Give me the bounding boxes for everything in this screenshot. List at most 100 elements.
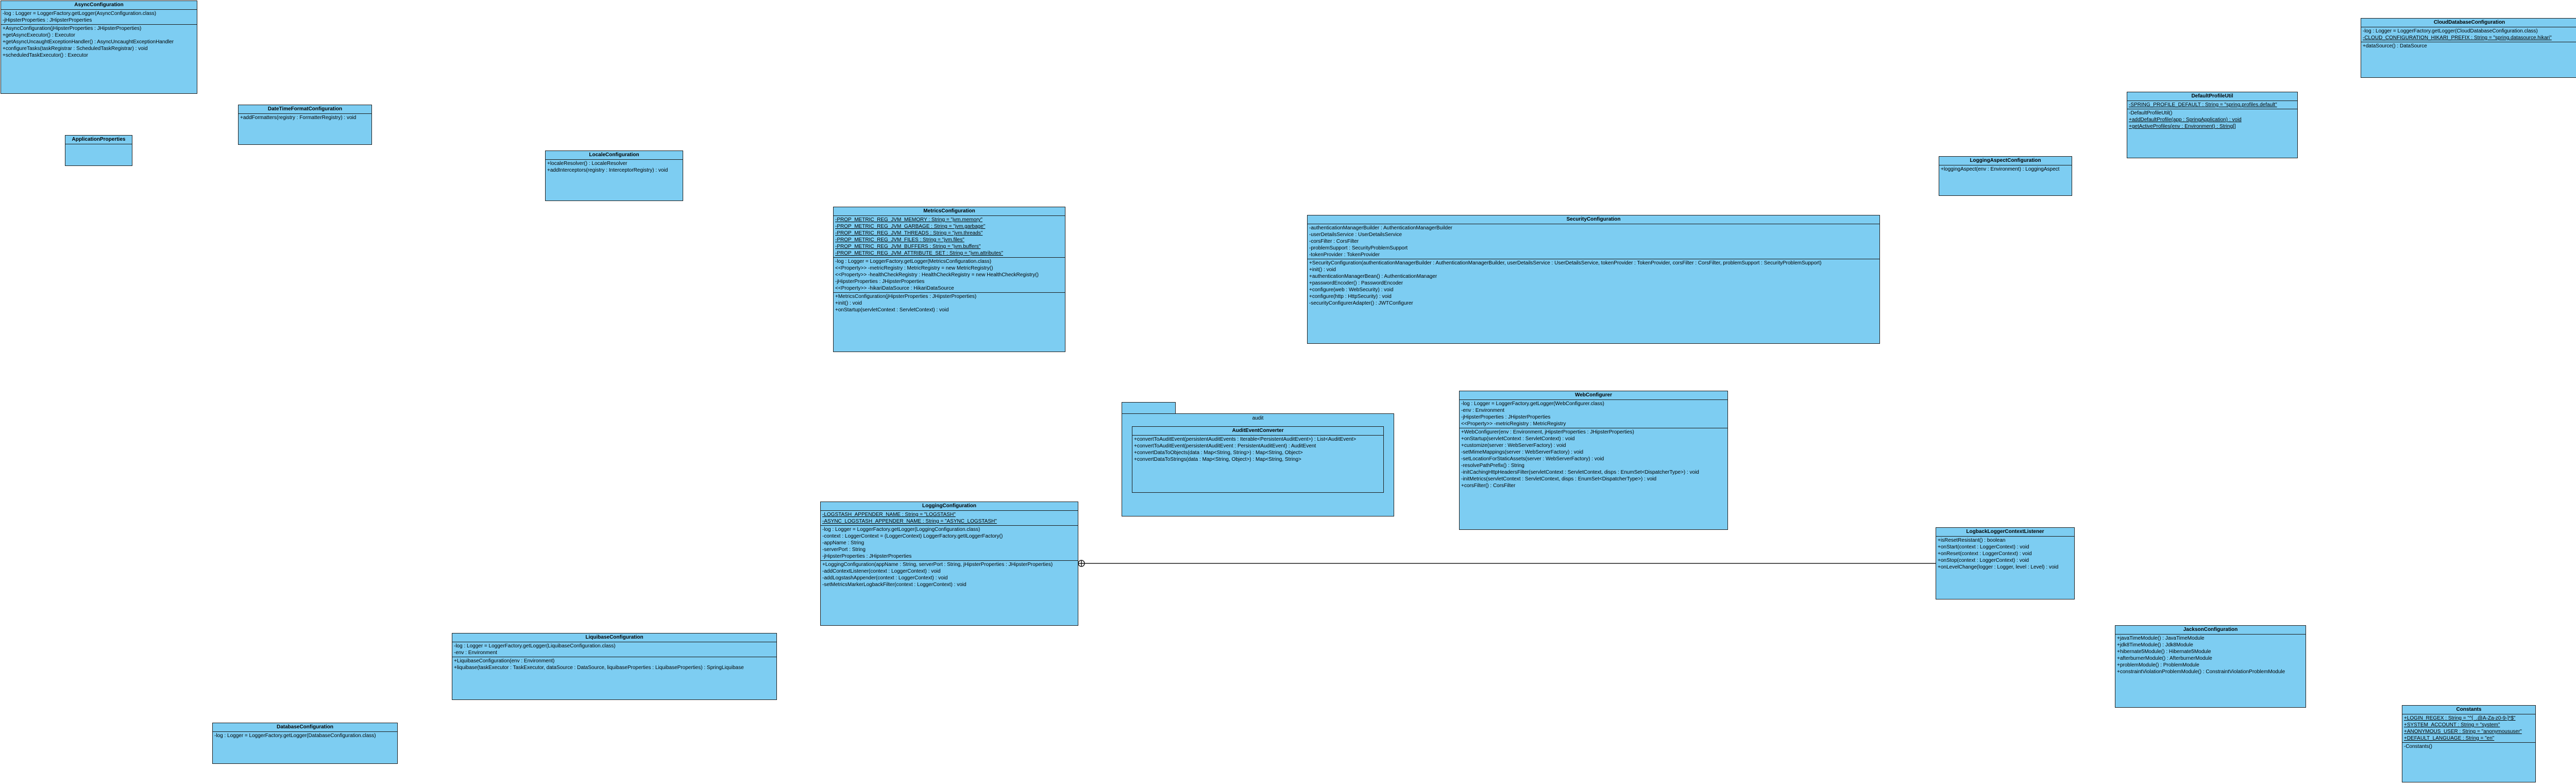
class-member: +addFormatters(registry : FormatterRegis…: [240, 115, 357, 121]
class-member: -serverPort : String: [822, 547, 866, 553]
class-member: -initMetrics(servletContext : ServletCon…: [1461, 476, 1657, 482]
class-compartment: +LiquibaseConfiguration(env : Environmen…: [452, 657, 776, 672]
class-member: -env : Environment: [454, 650, 497, 656]
class-member: +WebConfigurer(env : Environment, jHipst…: [1461, 429, 1634, 435]
class-member: -ASYNC_LOGSTASH_APPENDER_NAME : String =…: [822, 519, 997, 524]
class-name: AsyncConfiguration: [1, 1, 197, 10]
class-compartment: +addFormatters(registry : FormatterRegis…: [239, 114, 371, 122]
class-member: +configureTasks(taskRegistrar : Schedule…: [3, 46, 148, 52]
class-name: AuditEventConverter: [1132, 427, 1383, 436]
class-member: -LOGSTASH_APPENDER_NAME : String = "LOGS…: [822, 512, 956, 518]
class-compartment: +MetricsConfiguration(jHipsterProperties…: [834, 293, 1065, 314]
class-member: -context : LoggerContext = (LoggerContex…: [822, 533, 1003, 539]
class-member: +convertDataToObjects(data : Map<String,…: [1134, 450, 1303, 456]
class-member: -env : Environment: [1461, 408, 1504, 413]
class-member: -log : Logger = LoggerFactory.getLogger(…: [3, 11, 157, 16]
class-compartment: +localeResolver() : LocaleResolver+addIn…: [546, 160, 683, 174]
class-member: -PROP_METRIC_REG_JVM_BUFFERS : String = …: [835, 244, 981, 249]
class-member: +onStart(context : LoggerContext) : void: [1938, 544, 2029, 550]
class-compartment: +loggingAspect(env : Environment) : Logg…: [1939, 165, 2072, 173]
class-cloud-database-configuration[interactable]: CloudDatabaseConfiguration-log : Logger …: [2361, 18, 2576, 78]
class-compartment: -Constants(): [2402, 743, 2535, 750]
class-audit-event-converter[interactable]: AuditEventConverter+convertToAuditEvent(…: [1132, 426, 1384, 493]
class-datetime-format-configuration[interactable]: DateTimeFormatConfiguration+addFormatter…: [238, 105, 372, 145]
class-member: +ANONYMOUS_USER : String = "anonymoususe…: [2404, 729, 2522, 735]
class-logback-logger-context-listener[interactable]: LogbackLoggerContextListener+isResetResi…: [1936, 527, 2075, 599]
class-name: WebConfigurer: [1460, 391, 1727, 400]
class-name: SecurityConfiguration: [1308, 215, 1879, 224]
class-member: +jdk8TimeModule() : Jdk8Module: [2117, 642, 2193, 648]
class-member: +loggingAspect(env : Environment) : Logg…: [1941, 166, 2060, 172]
class-metrics-configuration[interactable]: MetricsConfiguration-PROP_METRIC_REG_JVM…: [833, 207, 1065, 352]
class-member: -setMimeMappings(server : WebServerFacto…: [1461, 449, 1584, 455]
class-compartment: +LoggingConfiguration(appName : String, …: [821, 561, 1078, 589]
class-constants[interactable]: Constants+LOGIN_REGEX : String = "^[_.@A…: [2402, 705, 2536, 782]
class-member: +getAsyncExecutor() : Executor: [3, 32, 75, 38]
class-name: LoggingAspectConfiguration: [1939, 157, 2072, 165]
class-compartment: +javaTimeModule() : JavaTimeModule+jdk8T…: [2115, 635, 2306, 676]
class-member: +problemModule() : ProblemModule: [2117, 662, 2199, 668]
class-member: +SYSTEM_ACCOUNT : String = "system": [2404, 722, 2500, 728]
class-member: +javaTimeModule() : JavaTimeModule: [2117, 636, 2205, 641]
class-member: -addLogstashAppender(context : LoggerCon…: [822, 575, 948, 581]
class-logging-aspect-configuration[interactable]: LoggingAspectConfiguration+loggingAspect…: [1939, 156, 2072, 196]
class-compartment: -DefaultProfileUtil()+addDefaultProfile(…: [2127, 109, 2297, 130]
class-member: +getAsyncUncaughtExceptionHandler() : As…: [3, 39, 174, 45]
class-member: -setMetricsMarkerLogbackFilter(context :…: [822, 582, 967, 588]
class-compartment: -log : Logger = LoggerFactory.getLogger(…: [2361, 27, 2576, 42]
class-member: -resolvePathPrefix() : String: [1461, 463, 1524, 469]
class-member: -userDetailsService : UserDetailsService: [1309, 232, 1402, 238]
package-audit-label: audit: [1252, 415, 1264, 421]
class-member: -SPRING_PROFILE_DEFAULT : String = "spri…: [2129, 102, 2277, 108]
class-member: <<Property>> -healthCheckRegistry : Heal…: [835, 272, 1039, 278]
class-name: DatabaseConfiguration: [213, 723, 397, 732]
class-member: <<Property>> -hikariDataSource : HikariD…: [835, 286, 954, 291]
class-locale-configuration[interactable]: LocaleConfiguration+localeResolver() : L…: [545, 151, 683, 201]
class-jackson-configuration[interactable]: JacksonConfiguration+javaTimeModule() : …: [2115, 625, 2306, 708]
class-member: -tokenProvider : TokenProvider: [1309, 252, 1380, 258]
class-member: +onStartup(servletContext : ServletConte…: [1461, 436, 1575, 442]
class-web-configurer[interactable]: WebConfigurer-log : Logger = LoggerFacto…: [1459, 391, 1728, 530]
class-liquibase-configuration[interactable]: LiquibaseConfiguration-log : Logger = Lo…: [452, 633, 777, 700]
class-member: +afterburnerModule() : AfterburnerModule: [2117, 656, 2212, 661]
class-member: +onStartup(servletContext : ServletConte…: [835, 307, 949, 313]
class-member: -initCachingHttpHeadersFilter(servletCon…: [1461, 470, 1699, 475]
class-member: -jHipsterProperties : JHipsterProperties: [835, 279, 925, 285]
class-member: +onReset(context : LoggerContext) : void: [1938, 551, 2032, 557]
class-async-configuration[interactable]: AsyncConfiguration-log : Logger = Logger…: [1, 1, 197, 94]
class-member: +passwordEncoder() : PasswordEncoder: [1309, 280, 1403, 286]
class-member: -log : Logger = LoggerFactory.getLogger(…: [454, 643, 616, 649]
class-member: +onStop(context : LoggerContext) : void: [1938, 558, 2029, 563]
class-member: +LiquibaseConfiguration(env : Environmen…: [454, 658, 555, 664]
class-compartment: +dataSource() : DataSource: [2361, 42, 2576, 50]
class-member: -DefaultProfileUtil(): [2129, 110, 2173, 116]
class-member: -addContextListener(context : LoggerCont…: [822, 569, 941, 574]
class-name: Constants: [2402, 706, 2535, 714]
class-member: -log : Logger = LoggerFactory.getLogger(…: [214, 733, 376, 739]
class-member: +customize(server : WebServerFactory) : …: [1461, 443, 1566, 448]
class-database-configuration[interactable]: DatabaseConfiguration-log : Logger = Log…: [212, 723, 398, 764]
class-name: DefaultProfileUtil: [2127, 92, 2297, 101]
class-member: -jHipsterProperties : JHipsterProperties: [3, 18, 92, 23]
class-member: <<Property>> -metricRegistry : MetricReg…: [1461, 421, 1566, 427]
class-member: -log : Logger = LoggerFactory.getLogger(…: [835, 259, 992, 264]
class-compartment: -authenticationManagerBuilder : Authenti…: [1308, 224, 1879, 259]
class-name: LocaleConfiguration: [546, 151, 683, 160]
class-member: +authenticationManagerBean() : Authentic…: [1309, 274, 1437, 279]
class-application-properties[interactable]: ApplicationProperties: [65, 135, 132, 166]
class-compartment: -LOGSTASH_APPENDER_NAME : String = "LOGS…: [821, 511, 1078, 526]
class-default-profile-util[interactable]: DefaultProfileUtil-SPRING_PROFILE_DEFAUL…: [2127, 92, 2298, 158]
class-name: ApplicationProperties: [65, 136, 132, 144]
class-member: +liquibase(taskExecutor : TaskExecutor, …: [454, 665, 744, 671]
class-member: +configure(web : WebSecurity) : void: [1309, 287, 1394, 293]
class-member: +localeResolver() : LocaleResolver: [547, 161, 628, 166]
class-name: LoggingConfiguration: [821, 502, 1078, 511]
class-security-configuration[interactable]: SecurityConfiguration-authenticationMana…: [1307, 215, 1880, 344]
class-name: DateTimeFormatConfiguration: [239, 105, 371, 114]
class-member: -PROP_METRIC_REG_JVM_MEMORY : String = "…: [835, 217, 982, 223]
class-member: -PROP_METRIC_REG_JVM_THREADS : String = …: [835, 230, 983, 236]
class-compartment: -log : Logger = LoggerFactory.getLogger(…: [452, 642, 776, 657]
class-member: +constraintViolationProblemModule() : Co…: [2117, 669, 2285, 675]
class-member: -log : Logger = LoggerFactory.getLogger(…: [2363, 28, 2538, 34]
